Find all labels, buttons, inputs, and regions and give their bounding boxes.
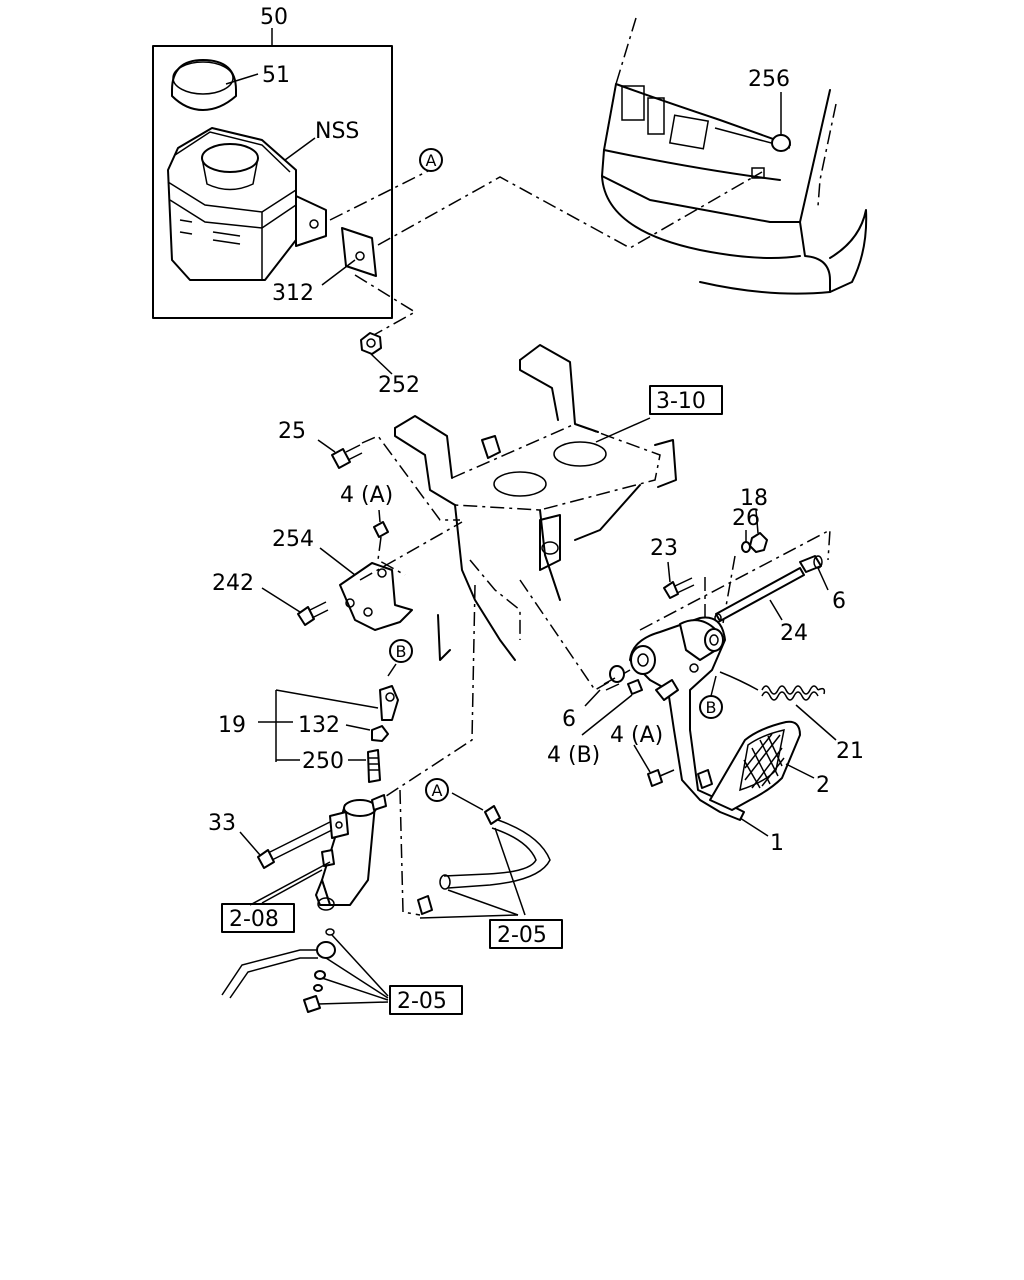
reservoir-inset — [152, 28, 393, 319]
pin-6-mid — [584, 665, 625, 707]
marker-a-low: A — [425, 778, 449, 802]
label-132: 132 — [298, 713, 340, 738]
ref-box-2-05-lower: 2-05 — [389, 985, 463, 1015]
label-24: 24 — [780, 621, 808, 646]
label-242: 242 — [212, 571, 254, 596]
label-33: 33 — [208, 811, 236, 836]
link-cylinder-hose — [399, 789, 421, 916]
marker-b-left: B — [389, 639, 413, 663]
label-19: 19 — [218, 713, 246, 738]
pedal-bracket — [394, 344, 677, 661]
nut-252 — [360, 332, 393, 375]
cab-front — [601, 17, 868, 295]
hydraulic-hose-upper — [417, 792, 551, 915]
link-bolt-25 — [361, 435, 460, 521]
marker-a-top: A — [419, 148, 443, 172]
svg-text:A: A — [432, 781, 443, 800]
label-252: 252 — [378, 373, 420, 398]
svg-text:B: B — [706, 698, 717, 717]
link-screw-4a-top — [377, 536, 406, 576]
link-cylinder-bracket — [379, 584, 476, 801]
label-250: 250 — [302, 749, 344, 774]
ref-box-3-10: 3-10 — [649, 385, 723, 415]
marker-b-right: B — [699, 695, 723, 719]
label-4a-low: 4 (A) — [610, 723, 663, 748]
label-18: 18 — [740, 486, 768, 511]
clip-4b — [581, 679, 643, 736]
bolt-25 — [317, 439, 363, 469]
return-spring-21 — [719, 671, 837, 741]
clutch-master-cylinder — [261, 794, 387, 911]
clutch-pedal-arm — [629, 616, 769, 837]
link-bracket-nut — [354, 274, 417, 337]
label-50: 50 — [260, 5, 288, 30]
nut-18 — [749, 509, 768, 553]
svg-text:2-08: 2-08 — [229, 907, 279, 932]
hydraulic-pipe-lower — [221, 928, 336, 1013]
bracket-312 — [321, 227, 377, 286]
stopper-4a-low — [633, 744, 675, 787]
label-254: 254 — [272, 527, 314, 552]
bolt-33 — [239, 821, 333, 869]
label-21: 21 — [836, 739, 864, 764]
shaft-24 — [714, 567, 805, 623]
label-25: 25 — [278, 419, 306, 444]
pedal-pad-2 — [709, 720, 815, 811]
label-51: 51 — [262, 63, 290, 88]
bolt-23 — [663, 561, 695, 599]
svg-text:A: A — [426, 151, 437, 170]
pin-6-right — [799, 555, 829, 591]
ref-box-2-05-upper: 2-05 — [489, 919, 563, 949]
label-6-mid: 6 — [562, 707, 576, 732]
label-2: 2 — [816, 773, 830, 798]
washer-26 — [741, 530, 751, 553]
marker-b-right-leader — [710, 675, 717, 697]
reference-boxes: 3-10 2-08 2-05 2-05 — [221, 385, 723, 1015]
label-23: 23 — [650, 536, 678, 561]
svg-text:3-10: 3-10 — [656, 389, 706, 414]
link-a-top — [329, 169, 431, 221]
callout-labels: 50 51 NSS 312 252 256 25 4 (A) 254 242 1… — [208, 5, 864, 856]
svg-text:B: B — [396, 642, 407, 661]
screw-4a-top — [373, 509, 389, 538]
connection-markers: A A B B — [389, 148, 723, 802]
reservoir-cap — [171, 59, 259, 111]
link-bracket-254 — [359, 521, 463, 581]
label-4b: 4 (B) — [547, 743, 600, 768]
link-bracket-cab — [377, 171, 763, 249]
reservoir-tank — [167, 127, 327, 281]
label-312: 312 — [272, 281, 314, 306]
cylinder-group-19 — [258, 685, 399, 783]
svg-text:2-05: 2-05 — [497, 923, 547, 948]
link-bolts — [704, 555, 736, 641]
label-4a-top: 4 (A) — [340, 483, 393, 508]
bracket-254 — [319, 547, 413, 631]
label-1: 1 — [770, 831, 784, 856]
label-6-right: 6 — [832, 589, 846, 614]
label-26: 26 — [732, 506, 760, 531]
ref-box-2-08: 2-08 — [221, 903, 295, 933]
label-nss: NSS — [315, 119, 359, 144]
label-256: 256 — [748, 67, 790, 92]
svg-text:2-05: 2-05 — [397, 989, 447, 1014]
bolt-242 — [261, 587, 329, 626]
